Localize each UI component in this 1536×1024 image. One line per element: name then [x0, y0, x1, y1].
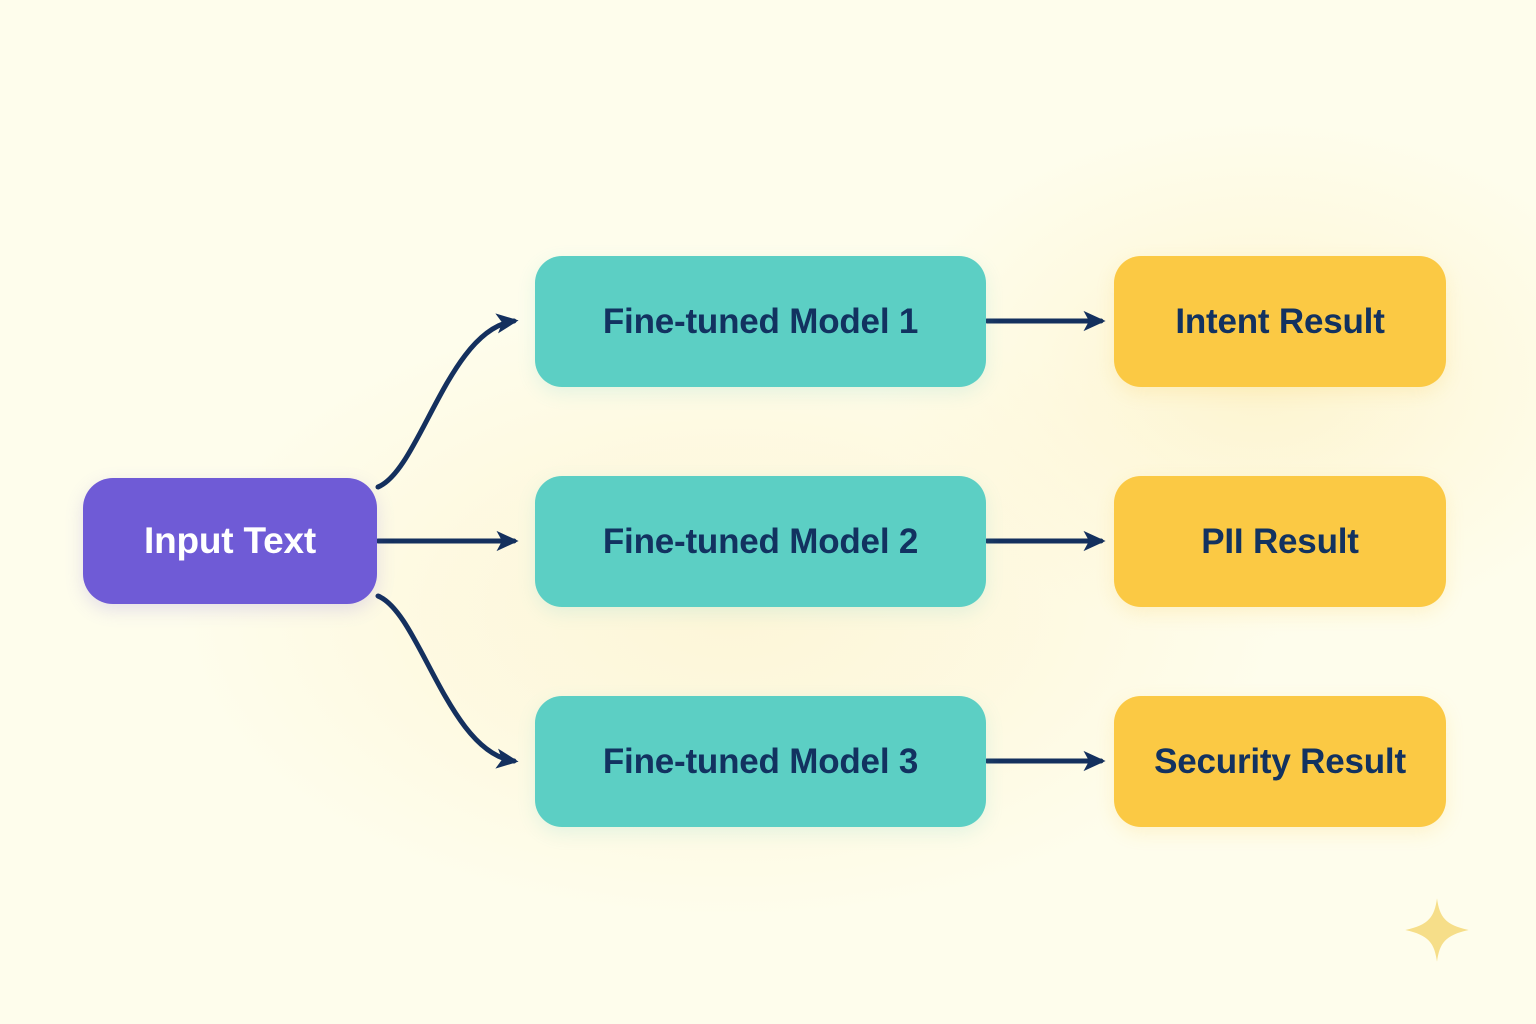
node-intent-result-label: Intent Result — [1175, 301, 1385, 341]
node-fine-tuned-model-2[interactable]: Fine-tuned Model 2 — [535, 476, 986, 607]
node-pii-result-label: PII Result — [1201, 521, 1359, 561]
edge-input-to-model-1 — [375, 313, 519, 490]
node-fine-tuned-model-2-label: Fine-tuned Model 2 — [602, 521, 919, 561]
sparkle-icon — [1405, 898, 1469, 962]
node-security-result[interactable]: Security Result — [1114, 696, 1446, 827]
node-fine-tuned-model-1-label: Fine-tuned Model 1 — [602, 301, 919, 341]
node-fine-tuned-model-3[interactable]: Fine-tuned Model 3 — [535, 696, 986, 827]
node-input-text-label: Input Text — [143, 520, 317, 561]
node-pii-result[interactable]: PII Result — [1114, 476, 1446, 607]
node-fine-tuned-model-3-label: Fine-tuned Model 3 — [602, 741, 919, 781]
node-intent-result[interactable]: Intent Result — [1114, 256, 1446, 387]
background-glow-left — [180, 300, 1280, 920]
node-input-text[interactable]: Input Text — [83, 478, 377, 604]
edge-input-to-model-3 — [375, 593, 519, 769]
node-fine-tuned-model-1[interactable]: Fine-tuned Model 1 — [535, 256, 986, 387]
node-security-result-label: Security Result — [1154, 741, 1406, 781]
